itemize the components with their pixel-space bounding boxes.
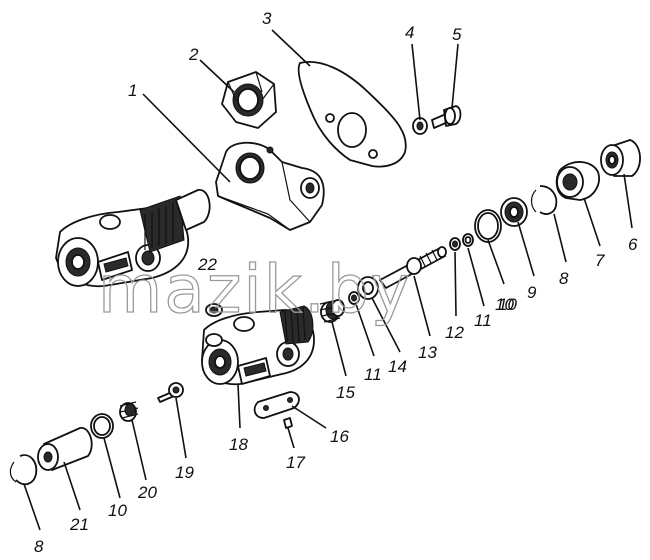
callout-13: 13 (418, 343, 437, 362)
part-12-ring (449, 237, 461, 251)
part-16-plate (253, 391, 300, 419)
part-3-flange-plate (297, 61, 407, 168)
callout-19: 19 (175, 463, 194, 482)
part-21-piston (37, 427, 93, 471)
part-1-bracket (215, 141, 325, 231)
callout-7: 7 (595, 251, 605, 270)
callout-10-left: 10 (108, 501, 127, 520)
callout-16: 16 (330, 427, 349, 446)
callout-8-right: 8 (559, 269, 569, 288)
part-10-o-ring-right (474, 209, 502, 243)
part-15-spring (319, 299, 345, 323)
part-6-cap (600, 139, 641, 177)
callout-22: 22 (197, 255, 217, 274)
part-13-valve-stem (379, 246, 447, 289)
callout-18: 18 (229, 435, 248, 454)
callout-21: 21 (69, 515, 89, 534)
part-8-snap-ring-right (530, 185, 558, 215)
callout-9: 9 (527, 283, 537, 302)
leader-lines (23, 29, 633, 531)
valve-body-assembled (55, 189, 211, 288)
part-5-screw (431, 105, 462, 129)
part-7-cup (555, 161, 600, 201)
callout-17: 17 (286, 453, 305, 472)
callout-10-right: 10 (495, 295, 514, 314)
callout-labels: 1 2 3 4 5 6 7 8 9 10 11 12 13 10 11 14 1… (34, 9, 638, 556)
callout-11-right: 11 (474, 311, 492, 330)
part-18-valve-body (201, 305, 315, 386)
part-22-ring (205, 303, 223, 317)
callout-10-mid: 10 (498, 295, 517, 314)
callout-5: 5 (452, 25, 462, 44)
part-11-ring-right (462, 233, 474, 247)
callout-12: 12 (445, 323, 464, 342)
callout-6: 6 (628, 235, 638, 254)
part-19-plunger (157, 382, 184, 403)
part-10-o-ring-left (90, 413, 114, 439)
part-9-valve-seat (500, 197, 528, 227)
callout-8-left: 8 (34, 537, 44, 556)
watermark-text: mazik.by (98, 251, 412, 328)
part-20-spring (119, 401, 139, 422)
part-8-snap-ring-left (9, 454, 38, 486)
callout-15: 15 (336, 383, 355, 402)
part-17-pin (283, 417, 293, 429)
callout-2: 2 (188, 45, 199, 64)
callout-1: 1 (128, 81, 137, 100)
callout-4: 4 (405, 23, 414, 42)
callout-3: 3 (262, 9, 272, 28)
part-2-hex-nut (221, 71, 277, 129)
part-11-ring-left (348, 291, 360, 305)
part-14-washer (357, 276, 379, 300)
callout-20: 20 (137, 483, 157, 502)
callout-14: 14 (388, 357, 407, 376)
part-4-lock-washer (412, 117, 428, 135)
callout-11-left: 11 (364, 365, 382, 384)
